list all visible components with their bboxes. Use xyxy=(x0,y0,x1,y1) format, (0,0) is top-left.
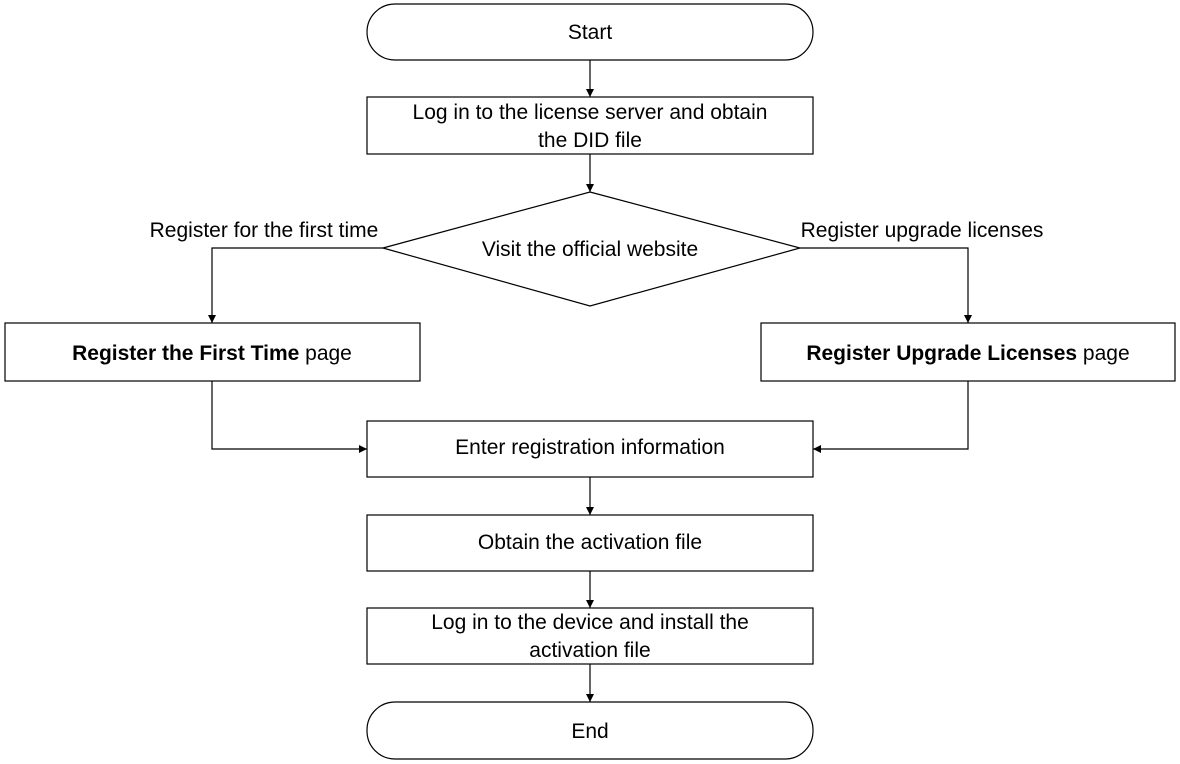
first-time-label-bold: Register the First Time xyxy=(72,342,299,365)
first-time-label: Register the First Time page xyxy=(72,342,352,365)
login-device-box xyxy=(366,607,814,665)
decision-label: Visit the official website xyxy=(482,238,698,261)
upgrade-label-rest: page xyxy=(1077,342,1130,365)
edge-label-first-time: Register for the first time xyxy=(150,219,379,242)
upgrade-box xyxy=(760,322,1176,382)
first-time-box xyxy=(4,322,421,382)
end-terminator xyxy=(366,701,814,760)
login-server-label-line2: the DID file xyxy=(538,129,642,152)
enter-info-label: Enter registration information xyxy=(455,436,725,459)
edge-label-upgrade: Register upgrade licenses xyxy=(801,219,1044,242)
upgrade-label: Register Upgrade Licenses page xyxy=(806,342,1129,365)
upgrade-label-bold: Register Upgrade Licenses xyxy=(806,342,1077,365)
login-server-label-line1: Log in to the license server and obtain xyxy=(413,101,768,124)
end-label: End xyxy=(571,720,608,743)
arrow-decision-to-first-time xyxy=(208,247,383,323)
first-time-label-rest: page xyxy=(299,342,352,365)
arrow-upgrade-to-enter-info xyxy=(813,381,969,453)
obtain-activation-box xyxy=(366,514,814,572)
arrow-decision-to-upgrade xyxy=(800,247,972,323)
login-device-label-line2: activation file xyxy=(529,639,650,662)
decision-diamond xyxy=(380,191,803,307)
login-device-label-line1: Log in to the device and install the xyxy=(431,611,749,634)
enter-info-box xyxy=(366,420,814,478)
arrow-first-time-to-enter-info xyxy=(211,381,367,453)
obtain-activation-label: Obtain the activation file xyxy=(478,531,702,554)
start-label: Start xyxy=(568,21,613,44)
login-server-box xyxy=(366,96,814,155)
